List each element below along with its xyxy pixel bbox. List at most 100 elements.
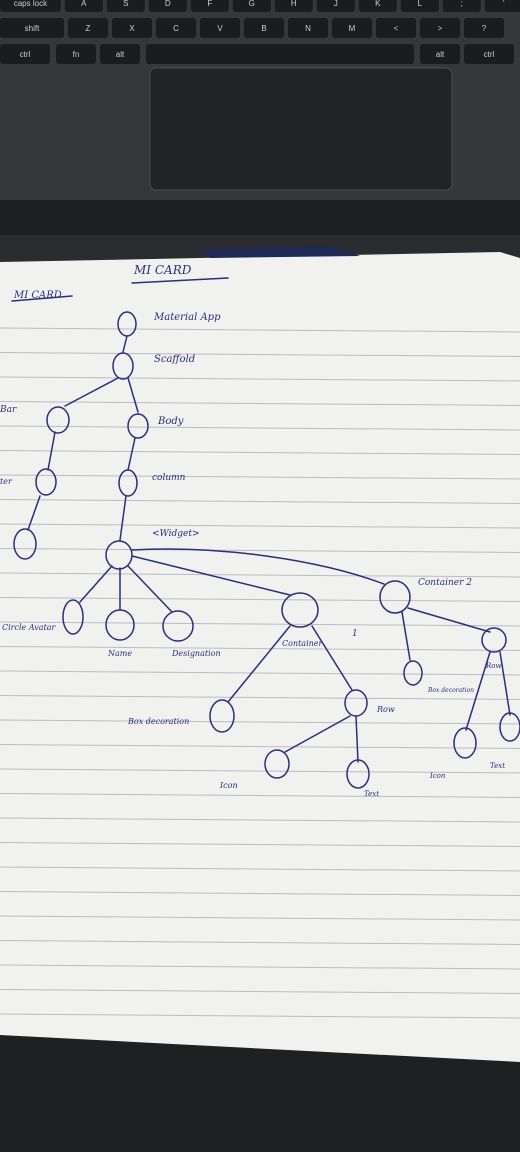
keyboard-key	[0, 44, 50, 64]
label-box-decoration-1: Box decoration	[127, 717, 189, 726]
label-scaffold: Scaffold	[154, 354, 195, 365]
keyboard-key-label: <	[394, 24, 399, 33]
keyboard-key	[288, 18, 328, 38]
node-row-2	[481, 627, 507, 653]
keyboard-key-label: M	[349, 24, 356, 33]
node-left-bottom	[13, 528, 37, 560]
keyboard-key	[112, 18, 152, 38]
ruled-line	[0, 548, 520, 553]
ruled-line	[0, 719, 520, 725]
ruled-line	[0, 817, 520, 823]
node-icon-2	[453, 727, 477, 759]
ruled-line	[0, 425, 520, 431]
label-name: Name	[107, 649, 132, 658]
keyboard-key	[316, 0, 355, 12]
ruled-line	[0, 768, 520, 774]
corner-title-label: MI CARD	[13, 290, 62, 301]
keyboard-key-label: V	[217, 24, 223, 33]
keyboard-key	[400, 0, 439, 12]
keyboard-key	[420, 18, 460, 38]
ruled-line	[0, 327, 520, 333]
keyboard-key	[464, 18, 504, 38]
label-container-2: Container 2	[418, 578, 472, 588]
label-text-1: Text	[364, 790, 379, 798]
keyboard-key	[232, 0, 271, 12]
keyboard-key-label: K	[375, 0, 381, 8]
keyboard-key	[358, 0, 397, 12]
keyboard-key	[100, 44, 140, 64]
node-column	[118, 469, 138, 497]
keyboard-key-label: H	[291, 0, 297, 8]
keyboard-key-label: alt	[116, 50, 125, 59]
keyboard-key-label: X	[129, 24, 135, 33]
label-appbar: Bar	[0, 405, 17, 415]
keyboard-key	[442, 0, 481, 12]
keyboard-key	[484, 0, 520, 12]
node-appbar	[46, 406, 70, 434]
keyboard-key-label: S	[123, 0, 128, 8]
node-circle-avatar	[62, 599, 84, 635]
ruled-line	[0, 401, 520, 406]
ruled-line	[0, 1013, 520, 1019]
ruled-line	[0, 450, 520, 455]
ruled-line	[0, 646, 520, 651]
keyboard-key	[156, 18, 196, 38]
keyboard-key	[68, 18, 108, 38]
ruled-lines	[0, 327, 520, 1019]
node-box-decoration-1	[209, 699, 235, 733]
keyboard-key	[274, 0, 313, 12]
ruled-line	[0, 744, 520, 749]
ruled-line	[0, 474, 520, 480]
label-widget: <Widget>	[152, 529, 200, 539]
label-designation: Designation	[171, 649, 221, 658]
keyboard-key-label: C	[173, 24, 179, 33]
node-designation	[162, 610, 194, 642]
keyboard-key-label: alt	[436, 50, 445, 59]
label-text-2: Text	[490, 762, 505, 770]
keyboard-key	[148, 0, 187, 12]
keyboard-key-label: A	[81, 0, 87, 8]
keyboard-key	[0, 0, 61, 12]
ruled-line	[0, 597, 520, 602]
label-row-1: Row	[376, 705, 395, 714]
ruled-line	[0, 915, 520, 921]
ruled-line	[0, 842, 520, 847]
label-left-mid: ter	[0, 477, 13, 486]
label-body: Body	[157, 416, 184, 427]
ruled-line	[0, 793, 520, 798]
keyboard-key	[376, 18, 416, 38]
tree-diagram: MI CARD MI CARD Material App Scaffold Ba…	[0, 263, 520, 798]
keyboard-key-label: caps lock	[14, 0, 48, 8]
ruled-line	[0, 499, 520, 504]
node-name	[105, 609, 135, 641]
node-row-1	[344, 689, 368, 717]
keyboard-key	[244, 18, 284, 38]
node-body	[127, 413, 149, 439]
keyboard-key-label: F	[207, 0, 212, 8]
label-material-app: Material App	[153, 312, 221, 323]
label-box-decoration-2: Box decoration	[427, 687, 474, 694]
node-scaffold	[112, 352, 134, 380]
keyboard-key	[56, 44, 96, 64]
touchpad	[149, 67, 453, 191]
ruled-line	[0, 964, 520, 970]
node-left-mid	[35, 468, 57, 496]
ruled-line	[0, 989, 520, 994]
ruled-line	[0, 621, 520, 627]
label-container-1: Container	[282, 639, 324, 648]
title-underline	[131, 277, 229, 284]
label-row-2: Row	[485, 662, 501, 670]
node-material-app	[117, 311, 137, 337]
keyboard-key	[64, 0, 103, 12]
node-container-2	[379, 580, 411, 614]
node-widget	[105, 540, 133, 570]
keyboard-key-label: ctrl	[20, 50, 31, 59]
keyboard-key	[332, 18, 372, 38]
node-box-decoration-2	[403, 660, 423, 686]
keyboard-key-label: ;	[461, 0, 463, 8]
corner-title-underline	[11, 295, 73, 302]
ruled-line	[0, 866, 520, 872]
label-mark: 1	[352, 629, 358, 639]
